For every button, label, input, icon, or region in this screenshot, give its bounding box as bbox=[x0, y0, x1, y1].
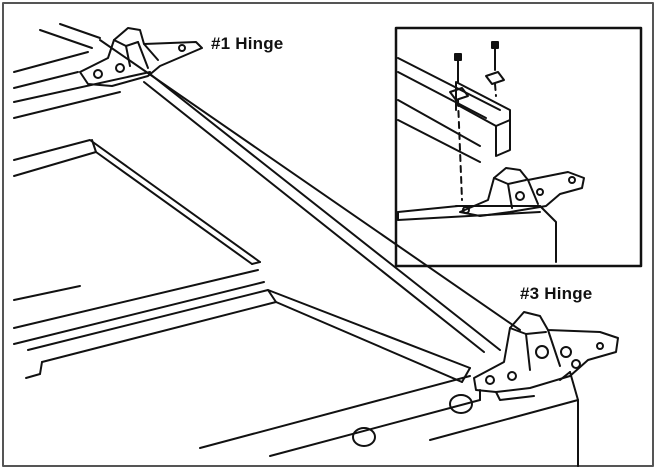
door-front-edge bbox=[199, 371, 579, 467]
inset-frame bbox=[394, 26, 643, 268]
door-hole-1 bbox=[449, 394, 473, 414]
hinge-1-icon bbox=[79, 27, 203, 87]
inset-hinge-icon bbox=[459, 167, 585, 217]
bolt-icon-2 bbox=[485, 41, 505, 97]
inset-detail bbox=[397, 41, 585, 263]
door-hole-2 bbox=[352, 427, 376, 447]
hinge-3-label: #3 Hinge bbox=[520, 284, 593, 303]
bolt-icon-1 bbox=[449, 53, 469, 201]
hinge-3-icon bbox=[473, 311, 619, 401]
hinge-1-label: #1 Hinge bbox=[211, 34, 284, 53]
door-panels bbox=[13, 139, 471, 383]
door-top-edge bbox=[13, 23, 521, 353]
